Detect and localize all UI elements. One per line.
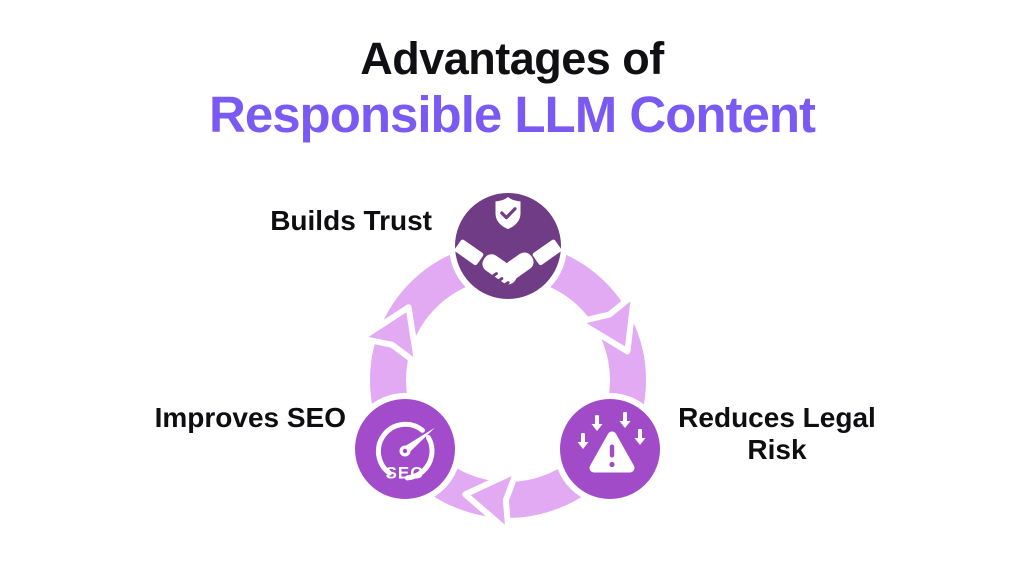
arrowhead-top-to-right-icon: [575, 291, 638, 355]
warning-triangle-down-arrows-icon: [577, 412, 646, 473]
node-builds-trust: [449, 187, 567, 305]
seo-icon-text: SEO: [386, 464, 425, 483]
title-line-accent: Responsible LLM Content: [209, 86, 816, 144]
label-improves-seo: Improves SEO: [154, 402, 346, 433]
arrowhead-left-to-top-icon: [357, 304, 421, 367]
title-line-primary: Advantages of: [360, 33, 664, 84]
arrowhead-right-to-left-icon: [462, 467, 521, 535]
page-title: Advantages of Responsible LLM Content: [0, 33, 1024, 144]
label-reduces-legal-risk: Reduces Legal Risk: [678, 402, 876, 466]
seo-speedometer-icon: SEO: [375, 421, 435, 483]
down-arrows-icon: [577, 412, 646, 449]
shield-check-icon: [495, 197, 521, 229]
node-reduces-legal-risk: [554, 393, 666, 505]
label-builds-trust: Builds Trust: [270, 205, 432, 236]
node-circle: [449, 187, 567, 305]
gauge-needle-icon: [402, 427, 435, 455]
node-improves-seo: SEO: [349, 393, 461, 505]
handshake-icon: [454, 239, 562, 289]
